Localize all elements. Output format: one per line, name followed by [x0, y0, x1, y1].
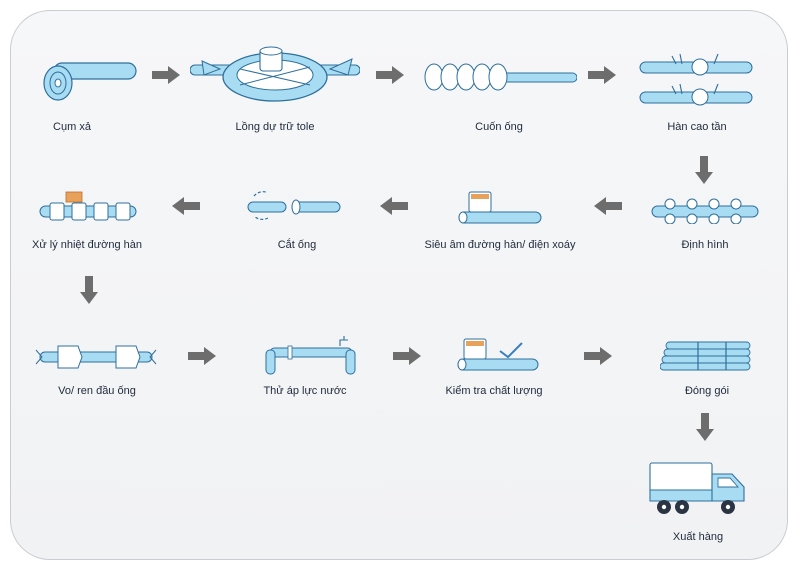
arrow-right-icon: [188, 347, 216, 365]
coil-icon: [43, 62, 137, 101]
arrow-right-icon: [376, 66, 404, 84]
spiral-forming-icon: [424, 63, 577, 91]
truck-icon: [649, 462, 745, 514]
arrow-right-icon: [584, 347, 612, 365]
arrow-right-icon: [393, 347, 421, 365]
stage-label: Vo/ ren đầu ống: [58, 385, 136, 397]
hydro-test-icon: [265, 336, 356, 375]
ultrasonic-test-icon: [458, 191, 542, 224]
arrow-left-icon: [594, 197, 622, 215]
stage-label: Siêu âm đường hàn/ điện xoáy: [424, 239, 576, 251]
hf-welding-icon: [639, 53, 753, 106]
accumulator-icon: [190, 46, 360, 102]
arrow-right-icon: [152, 66, 180, 84]
stage-label: Xuất hàng: [672, 531, 724, 543]
pipe-bundle-icon: [660, 341, 751, 371]
stage-label: Đóng gói: [684, 385, 730, 397]
stage-label: Hàn cao tần: [667, 121, 727, 133]
arrow-left-icon: [172, 197, 200, 215]
stage-label: Cuốn ống: [475, 121, 523, 133]
stage-label: Định hình: [681, 239, 729, 251]
heat-treatment-icon: [39, 191, 137, 221]
arrow-down-icon: [696, 413, 714, 441]
stage-label: Cụm xả: [53, 121, 91, 133]
sizing-rollers-icon: [651, 198, 759, 224]
arrow-down-icon: [80, 276, 98, 304]
stage-label: Thử áp lực nước: [263, 385, 347, 397]
stage-label: Xử lý nhiệt đường hàn: [31, 239, 143, 251]
arrow-right-icon: [588, 66, 616, 84]
pipe-cutting-icon: [247, 191, 341, 220]
stage-label: Kiểm tra chất lượng: [445, 385, 543, 397]
arrow-left-icon: [380, 197, 408, 215]
stage-label: Cắt ống: [277, 239, 317, 251]
arrow-down-icon: [695, 156, 713, 184]
threading-icon: [35, 345, 157, 369]
stage-label: Lồng dự trữ tole: [235, 121, 315, 133]
quality-check-icon: [457, 338, 539, 371]
